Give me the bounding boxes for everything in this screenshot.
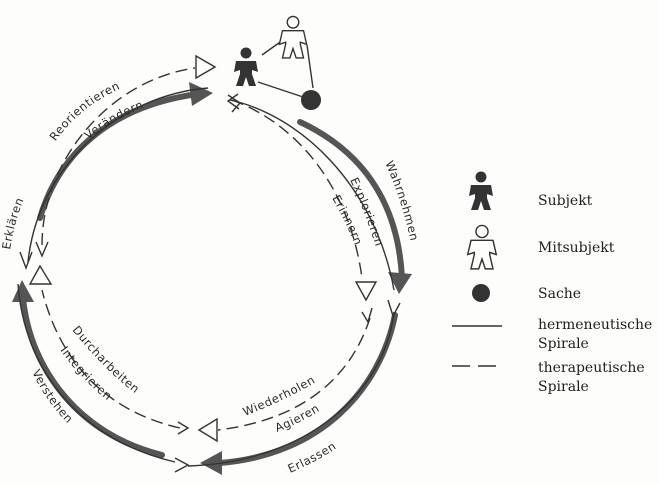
label-erklaeren: Erklären (0, 195, 27, 250)
legend-therapeutische-line1: therapeutische (538, 360, 645, 376)
legend-subjekt-label: Subjekt (538, 193, 593, 209)
legend-subjekt-icon (469, 171, 493, 210)
legend-hermeneutische-line2: Spirale (538, 336, 589, 352)
subjekt-icon (234, 47, 258, 86)
diagram-labels: Reorientieren Verändern Erklären Wahrneh… (0, 78, 421, 475)
label-wahrnehmen: Wahrnehmen (382, 159, 421, 243)
legend-mitsubjekt-icon (466, 224, 498, 270)
hollow-arrowheads (28, 54, 378, 443)
therapeutic-dashed-lines (41, 67, 371, 431)
mitsubjekt-icon (278, 15, 308, 59)
legend-sache-icon (472, 284, 490, 302)
thick-arrow-wahrnehmen (297, 119, 412, 294)
thick-arrow-veraendern (37, 82, 213, 221)
hermeneutic-thin-lines (17, 87, 395, 467)
sache-icon (301, 90, 321, 110)
legend: Subjekt Mitsubjekt Sache hermeneutische … (452, 171, 652, 395)
legend-hermeneutische-line1: hermeneutische (538, 317, 652, 333)
triangle-figure (234, 15, 321, 110)
thick-arrow-verstehen (12, 280, 165, 458)
legend-sache-label: Sache (538, 286, 581, 302)
legend-therapeutische-line2: Spirale (538, 379, 589, 395)
thin-arrowheads (19, 93, 401, 473)
legend-mitsubjekt-label: Mitsubjekt (538, 240, 615, 256)
